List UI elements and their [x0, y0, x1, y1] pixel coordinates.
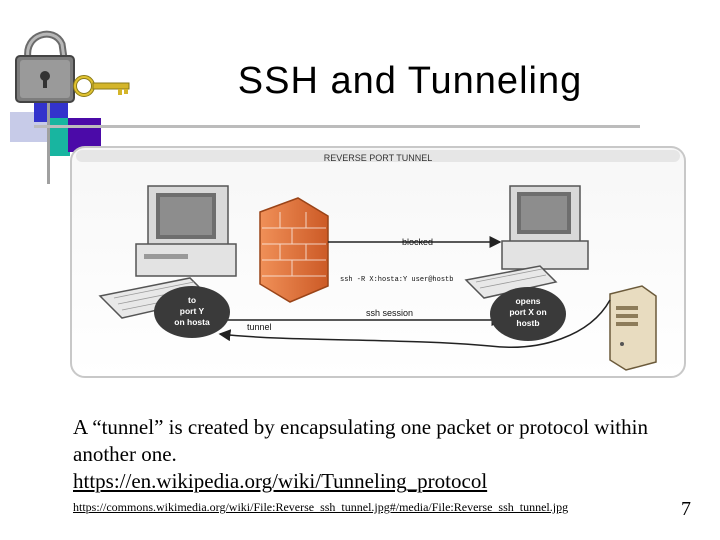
- svg-text:hostb: hostb: [516, 318, 539, 328]
- body-text-block: A “tunnel” is created by encapsulating o…: [73, 414, 693, 495]
- computer-icon-right: [464, 185, 589, 299]
- wikipedia-link[interactable]: https://en.wikipedia.org/wiki/Tunneling_…: [73, 469, 488, 493]
- body-text: A “tunnel” is created by encapsulating o…: [73, 415, 648, 466]
- right-host-label: opens port X on hostb: [490, 287, 566, 341]
- blocked-label: blocked: [402, 237, 433, 247]
- svg-text:to: to: [188, 295, 196, 305]
- decor-block-teal: [48, 118, 70, 156]
- diagram-heading: REVERSE PORT TUNNEL: [324, 153, 433, 163]
- left-host-label: to port Y on hosta: [154, 286, 230, 338]
- computer-icon-left: [98, 185, 237, 319]
- svg-text:on hosta: on hosta: [174, 317, 210, 327]
- page-number: 7: [681, 498, 691, 520]
- ssh-session-label: ssh session: [366, 308, 413, 318]
- reverse-port-tunnel-diagram: REVERSE PORT TUNNEL: [70, 146, 686, 378]
- svg-text:opens: opens: [515, 296, 540, 306]
- decor-vertical-line: [47, 84, 50, 184]
- server-icon: [609, 285, 657, 371]
- key-icon: [73, 75, 130, 97]
- padlock-key-icon: [15, 30, 130, 103]
- tunnel-label: tunnel: [247, 322, 272, 332]
- command-label: ssh -R X:hosta:Y user@hostb: [340, 276, 453, 284]
- padlock-icon: [15, 30, 75, 103]
- title-underline: [34, 125, 640, 128]
- svg-text:port Y: port Y: [180, 306, 205, 316]
- firewall-icon: [259, 197, 329, 303]
- slide-title: SSH and Tunneling: [237, 60, 583, 102]
- svg-text:port X on: port X on: [509, 307, 546, 317]
- image-source-link[interactable]: https://commons.wikimedia.org/wiki/File:…: [73, 500, 569, 514]
